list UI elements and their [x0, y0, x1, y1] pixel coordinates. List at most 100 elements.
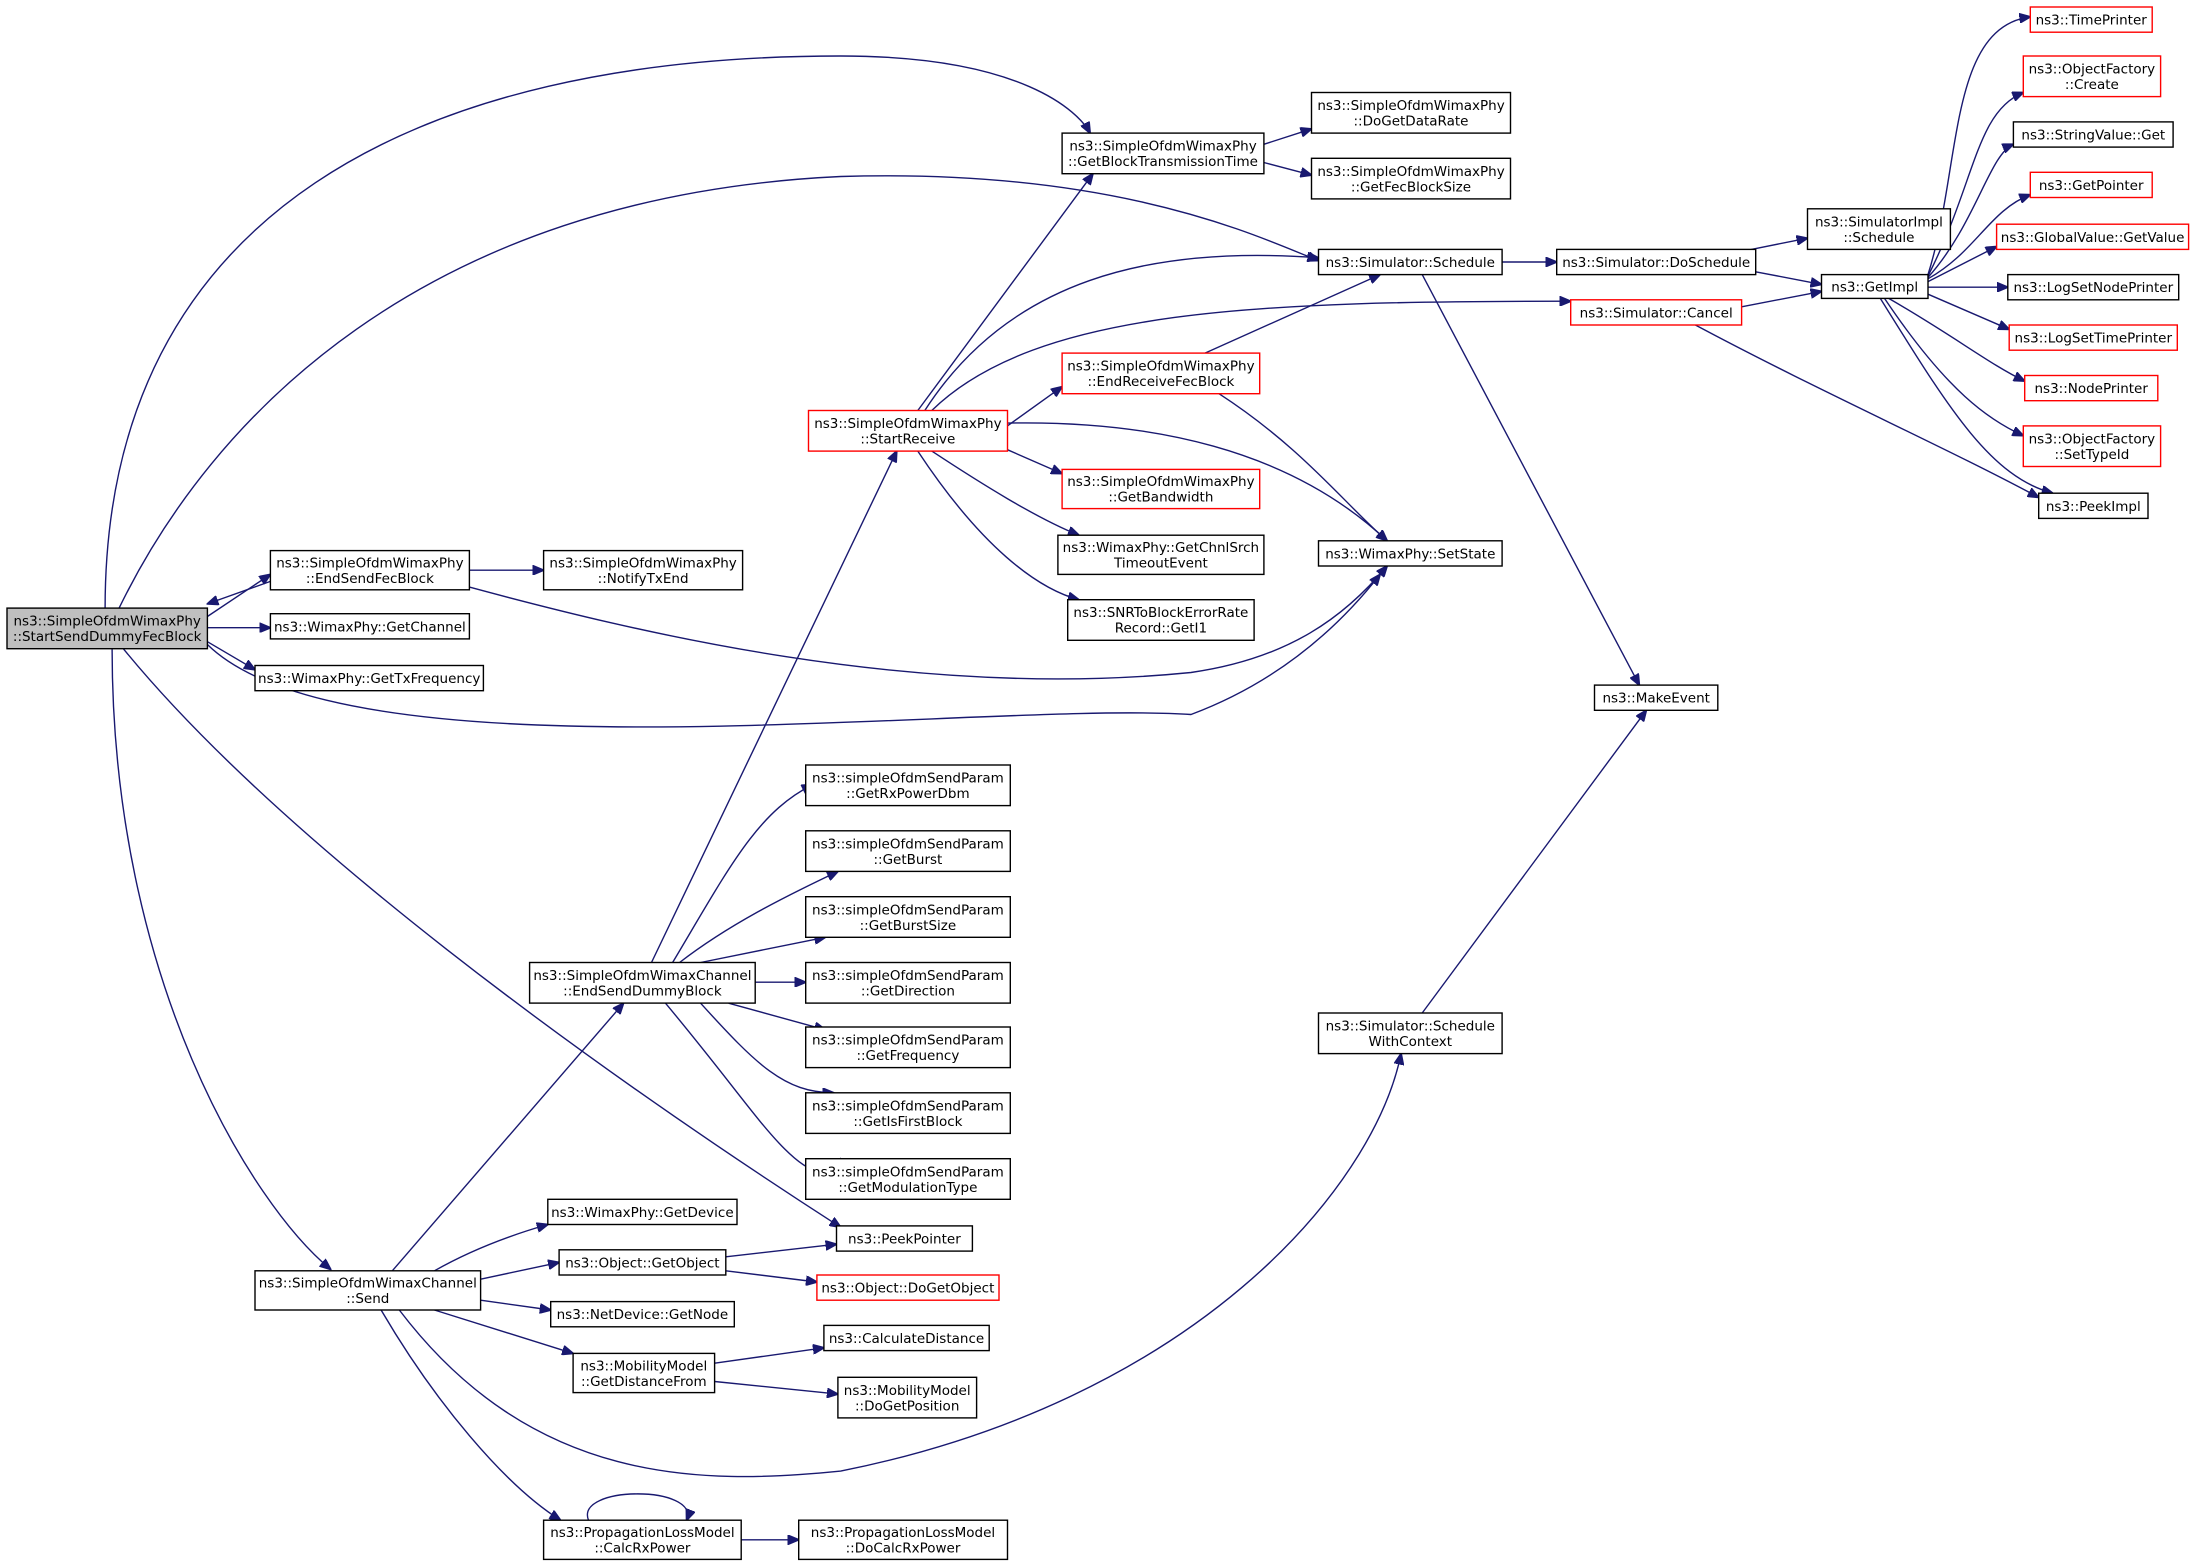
node-label-line: ns3::simpleOfdmSendParam: [812, 771, 1004, 787]
node-label-line: ::StartReceive: [860, 432, 955, 448]
node-getFecBlockSize[interactable]: ns3::SimpleOfdmWimaxPhy::GetFecBlockSize: [1310, 157, 1512, 200]
node-label-line: ns3::Simulator::DoSchedule: [1562, 255, 1750, 271]
node-getImpl[interactable]: ns3::GetImpl: [1820, 273, 1929, 300]
node-nodePrinter[interactable]: ns3::NodePrinter: [2023, 374, 2159, 402]
node-label-line: ns3::PropagationLossModel: [811, 1525, 995, 1541]
node-label-line: ::GetRxPowerDbm: [846, 786, 969, 802]
node-label-line: ns3::CalculateDistance: [829, 1331, 984, 1347]
node-channelSend[interactable]: ns3::SimpleOfdmWimaxChannel::Send: [254, 1270, 482, 1311]
node-getPointer[interactable]: ns3::GetPointer: [2029, 171, 2153, 199]
node-endSendFec[interactable]: ns3::SimpleOfdmWimaxPhy::EndSendFecBlock: [269, 549, 471, 591]
edge-getImpl-to-nodePrinter: [1888, 297, 2025, 381]
node-cancel[interactable]: ns3::Simulator::Cancel: [1569, 299, 1743, 326]
node-logSetTimePrinter[interactable]: ns3::LogSetTimePrinter: [2008, 324, 2178, 351]
node-box: [805, 830, 1012, 873]
edge-getDistanceFrom-to-doGetPosition: [714, 1380, 838, 1395]
edge-startReceive-to-setState: [1007, 422, 1387, 541]
node-box: [1061, 468, 1261, 510]
node-getBurstSize[interactable]: ns3::simpleOfdmSendParam::GetBurstSize: [805, 896, 1012, 939]
node-getTxFreq[interactable]: ns3::WimaxPhy::GetTxFrequency: [254, 664, 485, 692]
node-box: [2037, 492, 2149, 520]
node-box: [1310, 91, 1512, 134]
node-timePrinter[interactable]: ns3::TimePrinter: [2029, 6, 2153, 33]
node-doSchedule[interactable]: ns3::Simulator::DoSchedule: [1555, 248, 1757, 276]
node-getBlockTx[interactable]: ns3::SimpleOfdmWimaxPhy::GetBlockTransmi…: [1061, 132, 1265, 175]
node-label-line: ns3::GetPointer: [2039, 178, 2144, 194]
node-objFactorySetTypeId[interactable]: ns3::ObjectFactory::SetTypeId: [2022, 425, 2162, 468]
node-doGetObject[interactable]: ns3::Object::DoGetObject: [816, 1274, 1000, 1301]
node-label-line: ns3::MakeEvent: [1602, 691, 1710, 707]
node-box: [805, 1157, 1012, 1200]
node-startReceive[interactable]: ns3::SimpleOfdmWimaxPhy::StartReceive: [807, 409, 1009, 452]
node-label-line: ::GetModulationType: [838, 1180, 977, 1196]
node-label-line: ns3::MobilityModel: [580, 1358, 707, 1374]
node-box: [816, 1274, 1000, 1301]
node-label-line: ns3::SimpleOfdmWimaxPhy: [1067, 474, 1254, 490]
node-label-line: WithContext: [1369, 1034, 1453, 1050]
edge-startReceive-to-endReceiveFec: [1006, 387, 1062, 427]
node-label-line: ns3::simpleOfdmSendParam: [812, 836, 1004, 852]
node-label-line: ns3::NodePrinter: [2034, 381, 2148, 397]
node-calcRxPower[interactable]: ns3::PropagationLossModel::CalcRxPower: [542, 1519, 742, 1561]
edge-endReceiveFec-to-schedule: [1204, 275, 1380, 354]
node-getIsFirstBlock[interactable]: ns3::simpleOfdmSendParam::GetIsFirstBloc…: [805, 1092, 1012, 1135]
edge-getImpl-to-getPointer: [1927, 195, 2030, 280]
node-doGetPosition[interactable]: ns3::MobilityModel::DoGetPosition: [837, 1376, 978, 1419]
node-getObject[interactable]: ns3::Object::GetObject: [558, 1249, 727, 1276]
edge-cancel-to-getImpl: [1741, 291, 1822, 308]
edge-getImpl-to-stringValueGet: [1927, 144, 2013, 278]
node-label-line: Record::GetI1: [1115, 621, 1207, 637]
node-box: [1593, 684, 1719, 711]
node-stringValueGet[interactable]: ns3::StringValue::Get: [2012, 121, 2174, 148]
node-getBurst[interactable]: ns3::simpleOfdmSendParam::GetBurst: [805, 830, 1012, 873]
node-setState[interactable]: ns3::WimaxPhy::SetState: [1317, 540, 1503, 567]
node-box: [2029, 171, 2153, 199]
edge-endSendDummy-to-startReceive: [650, 451, 897, 963]
node-label-line: ::DoGetDataRate: [1353, 114, 1468, 130]
node-doCalcRxPower[interactable]: ns3::PropagationLossModel::DoCalcRxPower: [798, 1519, 1009, 1561]
node-getRxPowerDbm[interactable]: ns3::simpleOfdmSendParam::GetRxPowerDbm: [805, 764, 1012, 807]
node-box: [807, 409, 1009, 452]
node-endSendDummy[interactable]: ns3::SimpleOfdmWimaxChannel::EndSendDumm…: [528, 961, 756, 1004]
node-notifyTxEnd[interactable]: ns3::SimpleOfdmWimaxPhy::NotifyTxEnd: [542, 549, 744, 591]
node-box: [805, 961, 1012, 1004]
node-simImplSchedule[interactable]: ns3::SimulatorImpl::Schedule: [1806, 208, 1952, 251]
node-label-line: TimeoutEvent: [1113, 556, 1208, 572]
node-peekPointer[interactable]: ns3::PeekPointer: [835, 1225, 974, 1252]
node-getModType[interactable]: ns3::simpleOfdmSendParam::GetModulationT…: [805, 1157, 1012, 1200]
node-label-line: ns3::WimaxPhy::GetChnlSrch: [1063, 540, 1259, 556]
node-box: [805, 896, 1012, 939]
node-getChannel[interactable]: ns3::WimaxPhy::GetChannel: [269, 613, 471, 640]
edge-startReceive-to-getBandwidth: [1007, 449, 1062, 474]
node-objFactoryCreate[interactable]: ns3::ObjectFactory::Create: [2022, 55, 2162, 98]
node-endReceiveFec[interactable]: ns3::SimpleOfdmWimaxPhy::EndReceiveFecBl…: [1061, 352, 1261, 395]
node-label-line: ns3::Simulator::Schedule: [1326, 255, 1495, 271]
node-getNode[interactable]: ns3::NetDevice::GetNode: [550, 1300, 736, 1328]
node-makeEvent[interactable]: ns3::MakeEvent: [1593, 684, 1719, 711]
node-doGetDataRate[interactable]: ns3::SimpleOfdmWimaxPhy::DoGetDataRate: [1310, 91, 1512, 134]
node-label-line: ns3::TimePrinter: [2036, 13, 2148, 29]
node-schedule[interactable]: ns3::Simulator::Schedule: [1317, 248, 1503, 276]
node-getDirection[interactable]: ns3::simpleOfdmSendParam::GetDirection: [805, 961, 1012, 1004]
node-box: [2007, 273, 2180, 301]
node-getDevice[interactable]: ns3::WimaxPhy::GetDevice: [547, 1198, 738, 1226]
node-getBandwidth[interactable]: ns3::SimpleOfdmWimaxPhy::GetBandwidth: [1061, 468, 1261, 510]
node-box: [2012, 121, 2174, 148]
node-label-line: ns3::PeekImpl: [2046, 499, 2141, 515]
node-logSetNodePrinter[interactable]: ns3::LogSetNodePrinter: [2007, 273, 2180, 301]
node-label-line: ::EndReceiveFecBlock: [1087, 374, 1234, 390]
node-globalValueGet[interactable]: ns3::GlobalValue::GetValue: [1995, 223, 2190, 251]
node-getFrequency[interactable]: ns3::simpleOfdmSendParam::GetFrequency: [805, 1026, 1012, 1069]
node-label-line: ns3::LogSetTimePrinter: [2015, 331, 2173, 347]
edge-endSendDummy-to-getBurst: [679, 872, 838, 964]
node-peekImpl[interactable]: ns3::PeekImpl: [2037, 492, 2149, 520]
edge-schedule-to-makeEvent: [1421, 274, 1639, 685]
node-root[interactable]: ns3::SimpleOfdmWimaxPhy::StartSendDummyF…: [6, 607, 209, 650]
node-label-line: ns3::simpleOfdmSendParam: [812, 968, 1004, 984]
node-getDistanceFrom[interactable]: ns3::MobilityModel::GetDistanceFrom: [572, 1352, 716, 1394]
node-calcDistance[interactable]: ns3::CalculateDistance: [823, 1324, 990, 1352]
node-label-line: ns3::WimaxPhy::GetDevice: [551, 1205, 734, 1221]
